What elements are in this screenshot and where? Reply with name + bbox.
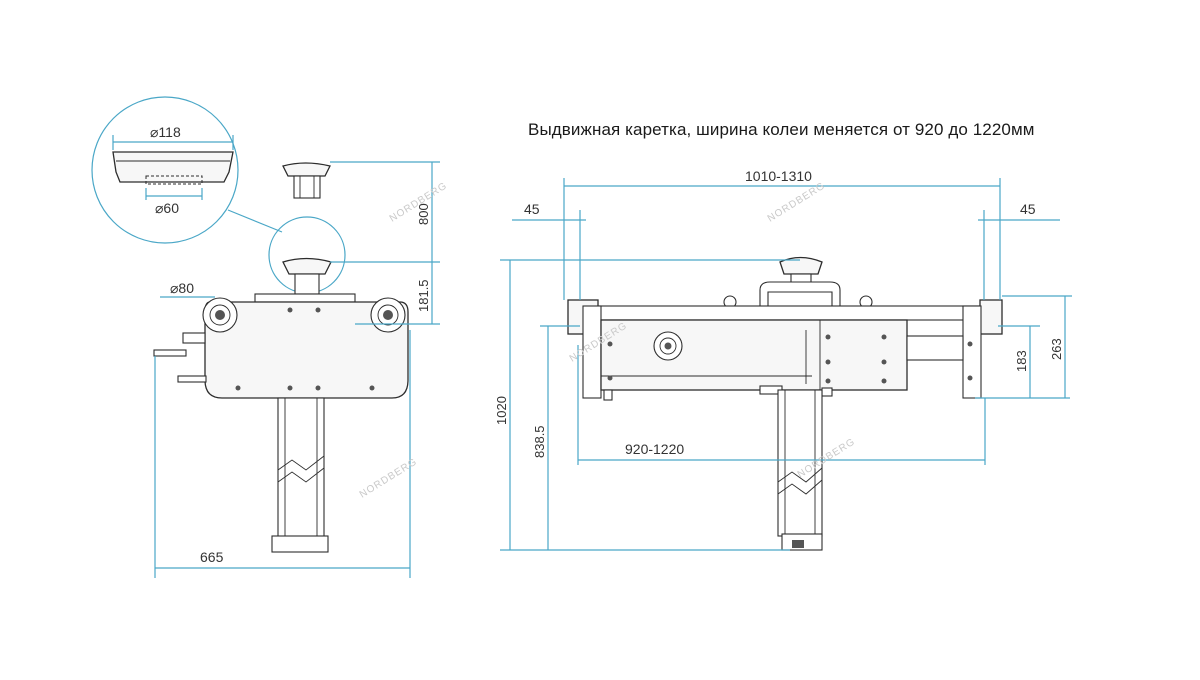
left-foot <box>271 535 329 553</box>
roller-diameter-label: ⌀80 <box>170 280 194 296</box>
right-view: 1010-1310 45 45 1020 838.5 920-1220 <box>494 168 1072 551</box>
top-diameter-label: ⌀118 <box>150 124 181 140</box>
watermark-text: NORDBERG <box>766 180 828 224</box>
detail-callout: ⌀118 ⌀60 <box>91 96 283 244</box>
right-end-block <box>979 299 1003 335</box>
bottom-diameter-label: ⌀60 <box>155 200 179 216</box>
right-height-263-label: 263 <box>1049 338 1064 360</box>
caption-title: Выдвижная каретка, ширина колеи меняется… <box>528 120 1035 139</box>
cross-beam <box>567 299 1003 401</box>
height-800-label: 800 <box>416 203 431 225</box>
cup-profile <box>112 151 234 183</box>
left-dimensions: ⌀80 800 181.5 665 <box>154 161 440 578</box>
right-dimensions: 1010-1310 45 45 1020 838.5 920-1220 <box>494 168 1072 551</box>
upper-cup <box>282 162 331 199</box>
overall-height-label: 1020 <box>494 396 509 425</box>
overall-width-label: 1010-1310 <box>745 168 812 184</box>
right-offset-label: 45 <box>1020 201 1036 217</box>
beam-plate <box>600 319 908 391</box>
detail-leader-line <box>227 209 283 233</box>
right-post <box>777 389 823 551</box>
lower-cup <box>282 257 332 295</box>
track-width-label: 920-1220 <box>625 441 684 457</box>
left-offset-label: 45 <box>524 201 540 217</box>
right-height-183-label: 183 <box>1014 350 1029 372</box>
detail-circle <box>91 96 239 244</box>
left-view: ⌀118 ⌀60 <box>91 96 449 578</box>
right-cup <box>723 256 873 309</box>
left-body <box>153 293 409 553</box>
width-665-label: 665 <box>200 549 224 565</box>
cup-handle <box>759 281 841 307</box>
lower-height-label: 838.5 <box>532 425 547 458</box>
height-181-5-label: 181.5 <box>416 279 431 312</box>
